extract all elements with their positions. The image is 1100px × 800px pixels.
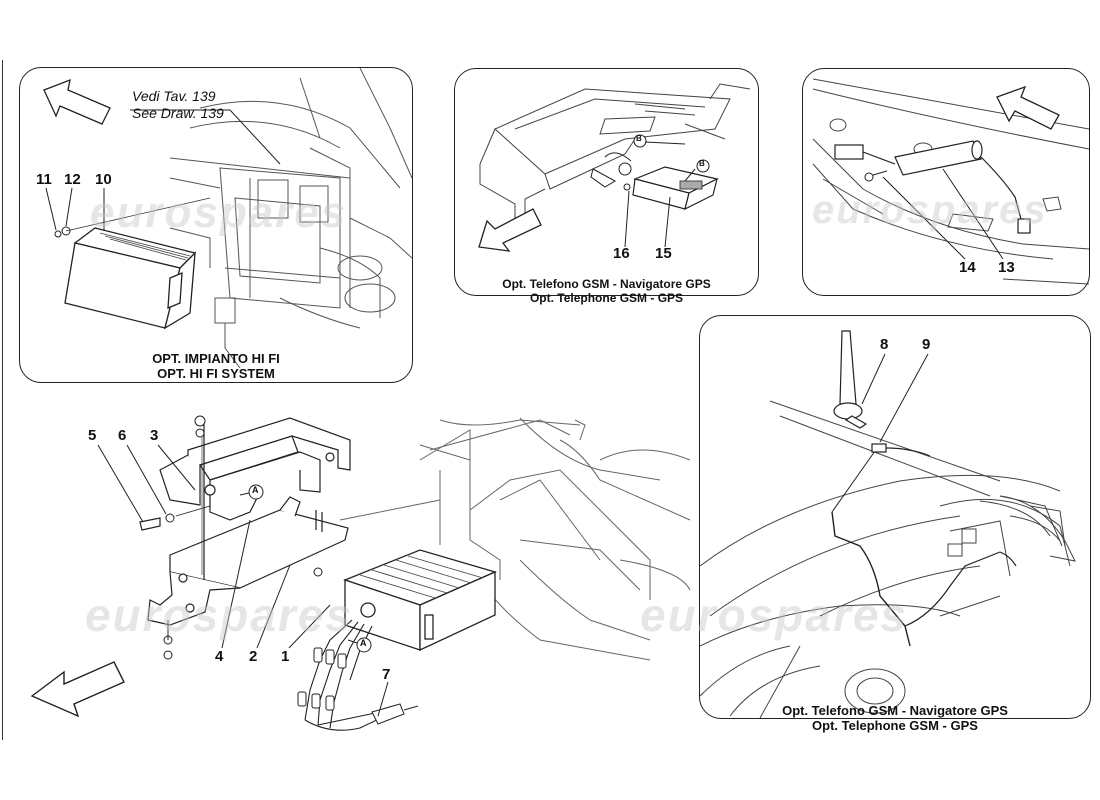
callout-9: 9 [922, 336, 931, 353]
callout-10: 10 [95, 171, 112, 188]
direction-arrow [30, 661, 125, 718]
marker-b: B [636, 134, 642, 143]
watermark: eurospares [90, 188, 348, 237]
callout-5: 5 [88, 427, 97, 444]
hifi-drawing [43, 68, 412, 369]
gsm-module-drawing [478, 83, 751, 252]
panel-caption: Opt. Telefono GSM - Navigatore GPS Opt. … [782, 703, 1008, 733]
direction-arrow [996, 85, 1060, 130]
callout-15: 15 [655, 245, 672, 262]
watermark: eurospares [85, 589, 354, 641]
marker-a: A [360, 638, 367, 648]
callout-12: 12 [64, 171, 81, 188]
callout-1: 1 [281, 648, 290, 665]
callout-14: 14 [959, 259, 976, 276]
panel-hifi-system: Vedi Tav. 139 See Draw. 139 11 12 10 OPT… [19, 67, 413, 383]
marker-b: B [699, 159, 705, 168]
car-antenna-drawing [700, 330, 1076, 718]
panel-antenna-amplifier: 14 13 [802, 68, 1090, 296]
callout-11: 11 [36, 171, 52, 188]
page-edge-rule [2, 60, 3, 740]
callout-4: 4 [215, 648, 224, 665]
callout-6: 6 [118, 427, 127, 444]
callout-8: 8 [880, 336, 889, 353]
reference-note: Vedi Tav. 139 See Draw. 139 [132, 88, 224, 121]
panel-caption: OPT. IMPIANTO HI FI OPT. HI FI SYSTEM [152, 351, 280, 381]
callout-16: 16 [613, 245, 630, 262]
panel-gsm-car: 8 9 Opt. Telefono GSM - Navigatore GPS O… [699, 315, 1091, 733]
callout-3: 3 [150, 427, 159, 444]
antenna-amplifier-drawing [812, 78, 1089, 285]
callout-13: 13 [998, 259, 1015, 276]
marker-a: A [252, 485, 259, 495]
direction-arrow [43, 78, 111, 125]
watermark: eurospares [640, 589, 909, 641]
panel-caption: Opt. Telefono GSM - Navigatore GPS Opt. … [502, 277, 711, 305]
panel-gsm-module: B B 16 15 Opt. Telefono GSM - Navigatore… [454, 68, 759, 305]
direction-arrow [478, 208, 542, 252]
callout-2: 2 [249, 648, 258, 665]
watermark: eurospares [812, 188, 1048, 232]
callout-7: 7 [382, 666, 391, 683]
